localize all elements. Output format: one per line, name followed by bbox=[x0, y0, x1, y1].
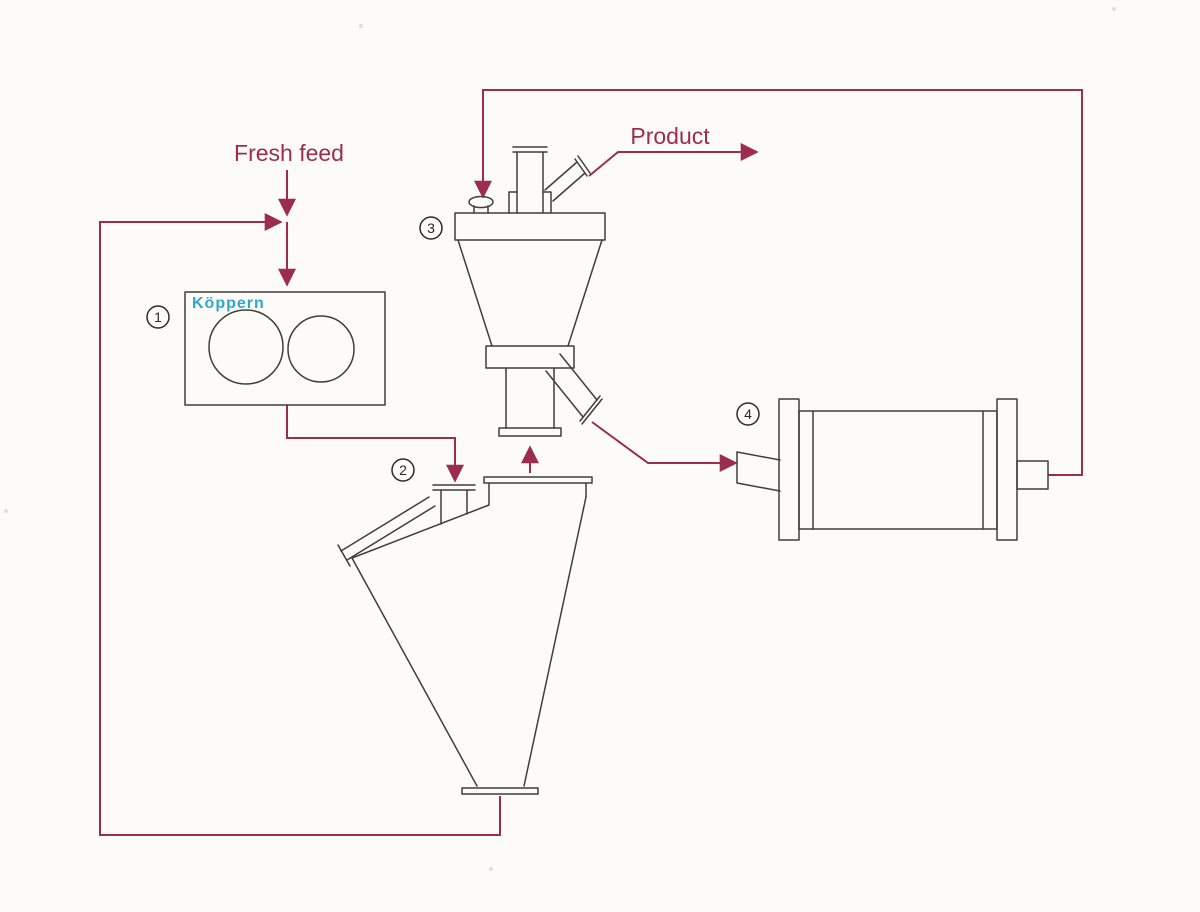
scan-artifact bbox=[4, 509, 8, 513]
hopper-neck-flange bbox=[432, 484, 476, 491]
hopper-bottom-flange bbox=[461, 787, 539, 795]
classifier-top-pipe bbox=[512, 146, 548, 214]
classifier-product-outlet bbox=[544, 161, 586, 202]
roller-press: Köppern 1 bbox=[146, 291, 386, 406]
classifier-pipe-collar bbox=[508, 191, 552, 214]
press-roll-right bbox=[287, 315, 355, 383]
badge-2-circle bbox=[391, 458, 415, 482]
tube-mill: 4 bbox=[736, 398, 1049, 541]
hopper-wall-left bbox=[351, 557, 478, 787]
mill-flange-right bbox=[996, 398, 1018, 541]
feed-hopper: 2 bbox=[337, 458, 593, 795]
classifier-coarse-chute bbox=[545, 353, 598, 418]
brand-logo: Köppern bbox=[192, 295, 265, 312]
scan-artifact bbox=[359, 24, 363, 28]
classifier-cone bbox=[457, 239, 603, 347]
badge-2-number: 2 bbox=[399, 462, 407, 478]
flow-press-to-hopper bbox=[286, 405, 464, 483]
classifier-product-flange bbox=[574, 155, 591, 177]
flow-recycle-loop bbox=[99, 213, 501, 836]
badge-1-number: 1 bbox=[154, 309, 162, 325]
classifier-inlet-stem bbox=[473, 205, 489, 214]
press-frame bbox=[184, 291, 386, 406]
mill-flange-left bbox=[778, 398, 800, 541]
badge-3: 3 bbox=[419, 216, 443, 240]
badge-3-number: 3 bbox=[427, 220, 435, 236]
hopper-shoulder bbox=[351, 482, 490, 559]
scan-artifact bbox=[489, 867, 493, 871]
flow-classifier-to-mill bbox=[591, 421, 738, 472]
badge-3-circle bbox=[419, 216, 443, 240]
mill-shell-rings bbox=[812, 410, 984, 530]
hopper-wall-right bbox=[523, 496, 587, 787]
classifier-bottom-flange bbox=[498, 427, 562, 437]
badge-4-number: 4 bbox=[744, 406, 752, 422]
product-label: Product bbox=[630, 123, 710, 149]
hopper-chute-flange bbox=[337, 544, 351, 567]
scan-artifact bbox=[1112, 7, 1116, 11]
badge-4-circle bbox=[736, 402, 760, 426]
classifier-coarse-flange bbox=[579, 395, 603, 425]
badge-1: 1 bbox=[146, 305, 170, 329]
hopper-chute-lower bbox=[346, 505, 436, 561]
flow-product-out bbox=[588, 143, 759, 177]
press-roll-left bbox=[208, 309, 284, 385]
hopper-chute-upper bbox=[340, 496, 430, 552]
badge-2: 2 bbox=[391, 458, 415, 482]
classifier-band bbox=[485, 345, 575, 369]
mill-shell bbox=[798, 410, 998, 530]
classifier-lid bbox=[454, 212, 606, 241]
fresh-feed-label: Fresh feed bbox=[234, 140, 344, 166]
flow-mill-return-loop bbox=[474, 89, 1083, 476]
flow-lines bbox=[99, 89, 1083, 836]
air-classifier: 3 bbox=[419, 146, 606, 437]
hopper-top-flange bbox=[483, 476, 593, 484]
mill-inlet-stub bbox=[736, 451, 781, 492]
classifier-outlet-tube bbox=[505, 367, 555, 429]
badge-4: 4 bbox=[736, 402, 760, 426]
mill-outlet-shaft bbox=[1016, 460, 1049, 490]
badge-1-circle bbox=[146, 305, 170, 329]
classifier-inlet-cap bbox=[468, 195, 494, 209]
scan-artifacts bbox=[4, 7, 1116, 871]
